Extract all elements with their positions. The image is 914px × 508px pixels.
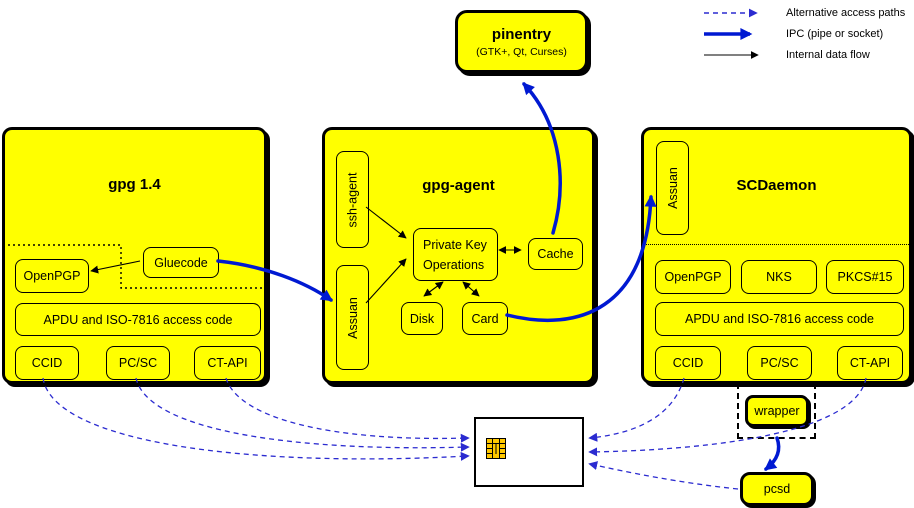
- gpg14-box: gpg 1.4 OpenPGP Gluecode APDU and ISO-78…: [2, 127, 267, 384]
- pcsd-box: pcsd: [740, 472, 814, 506]
- disk-box: Disk: [401, 302, 443, 335]
- pcsd-label: pcsd: [763, 482, 791, 496]
- scdaemon-ccid-label: CCID: [672, 356, 704, 370]
- scdaemon-apdu-box: APDU and ISO-7816 access code: [655, 302, 904, 336]
- gpg14-pcsc-box: PC/SC: [106, 346, 170, 380]
- scdaemon-ctapi-label: CT-API: [849, 356, 891, 370]
- gpg-agent-box: gpg-agent ssh-agent Assuan Private Key O…: [322, 127, 595, 384]
- scdaemon-pcsc-label: PC/SC: [760, 356, 799, 370]
- wrapper-box: wrapper: [745, 395, 809, 427]
- gpg14-gluecode-label: Gluecode: [154, 255, 208, 270]
- scdaemon-nks-label: NKS: [766, 270, 792, 284]
- gpg14-apdu-label: APDU and ISO-7816 access code: [43, 312, 233, 327]
- gpg14-ccid-label: CCID: [31, 356, 63, 370]
- scdaemon-apdu-label: APDU and ISO-7816 access code: [685, 312, 874, 326]
- gpg-agent-title: gpg-agent: [422, 177, 495, 194]
- pinentry-title: pinentry: [491, 25, 552, 43]
- gpg14-title: gpg 1.4: [108, 176, 161, 193]
- scdaemon-nks-box: NKS: [741, 260, 817, 294]
- card-box: Card: [462, 302, 508, 335]
- dashed-blue-arrow-icon: [704, 8, 758, 17]
- scdaemon-ctapi-box: CT-API: [837, 346, 903, 380]
- scdaemon-title: SCDaemon: [736, 177, 817, 194]
- scdaemon-pkcs15-label: PKCS#15: [837, 270, 893, 284]
- disk-label: Disk: [409, 311, 435, 326]
- pko-line1: Private Key: [423, 237, 487, 252]
- alt-gpg14-pcsc-to-card: [135, 377, 470, 452]
- gpg14-pcsc-label: PC/SC: [118, 356, 158, 370]
- gpg14-gluecode-box: Gluecode: [143, 247, 219, 278]
- cache-box: Cache: [528, 238, 583, 270]
- cache-label: Cache: [537, 247, 574, 261]
- thick-blue-arrow-icon: [704, 27, 753, 40]
- gpg14-apdu-box: APDU and ISO-7816 access code: [15, 303, 261, 336]
- gpg-agent-ssh-agent-box: ssh-agent: [336, 151, 369, 248]
- scdaemon-box: SCDaemon Assuan OpenPGP NKS PKCS#15 APDU…: [641, 127, 912, 384]
- alt-scdaemon-ccid-to-card: [588, 377, 685, 442]
- scdaemon-pcsc-box: PC/SC: [747, 346, 812, 380]
- alt-pcsd-to-card: [588, 461, 739, 490]
- scdaemon-dotted-separator: [646, 244, 909, 245]
- legend-row-ipc: IPC (pipe or socket): [702, 23, 905, 44]
- legend-label: Internal data flow: [786, 48, 870, 61]
- smartcard: [474, 417, 584, 487]
- thin-black-arrow-icon: [704, 50, 759, 59]
- ssh-agent-label: ssh-agent: [345, 172, 360, 227]
- legend-row-internal: Internal data flow: [702, 44, 905, 65]
- ipc-wrapper-to-pcsd: [764, 436, 781, 471]
- legend-label: IPC (pipe or socket): [786, 27, 884, 40]
- scdaemon-pkcs15-box: PKCS#15: [826, 260, 904, 294]
- legend-row-alternative: Alternative access paths: [702, 2, 905, 23]
- scdaemon-openpgp-box: OpenPGP: [655, 260, 731, 294]
- legend: Alternative access paths IPC (pipe or so…: [702, 2, 905, 65]
- pinentry-box: pinentry (GTK+, Qt, Curses): [455, 10, 588, 73]
- pinentry-subtitle: (GTK+, Qt, Curses): [476, 45, 567, 58]
- alt-gpg14-ctapi-to-card: [225, 377, 470, 443]
- scdaemon-ccid-box: CCID: [655, 346, 721, 380]
- pko-line2: Operations: [423, 257, 485, 272]
- gpg14-ccid-box: CCID: [15, 346, 79, 380]
- assuan-label: Assuan: [665, 167, 680, 209]
- gpg-agent-assuan-box: Assuan: [336, 265, 369, 370]
- wrapper-label: wrapper: [754, 404, 800, 418]
- scdaemon-assuan-box: Assuan: [656, 141, 689, 235]
- alt-gpg14-ccid-to-card: [42, 377, 470, 461]
- alt-scdaemon-ctapi-to-card: [588, 377, 867, 457]
- gpg14-openpgp-label: OpenPGP: [23, 269, 81, 283]
- gpg14-ctapi-box: CT-API: [194, 346, 261, 380]
- assuan-label: Assuan: [345, 296, 360, 339]
- scdaemon-openpgp-label: OpenPGP: [664, 270, 722, 284]
- smartcard-chip-icon: [486, 438, 506, 459]
- private-key-operations-box: Private Key Operations: [413, 228, 498, 281]
- gpg14-openpgp-box: OpenPGP: [15, 259, 89, 293]
- gpg14-ctapi-label: CT-API: [207, 356, 248, 370]
- legend-label: Alternative access paths: [786, 6, 906, 19]
- card-label: Card: [471, 311, 499, 326]
